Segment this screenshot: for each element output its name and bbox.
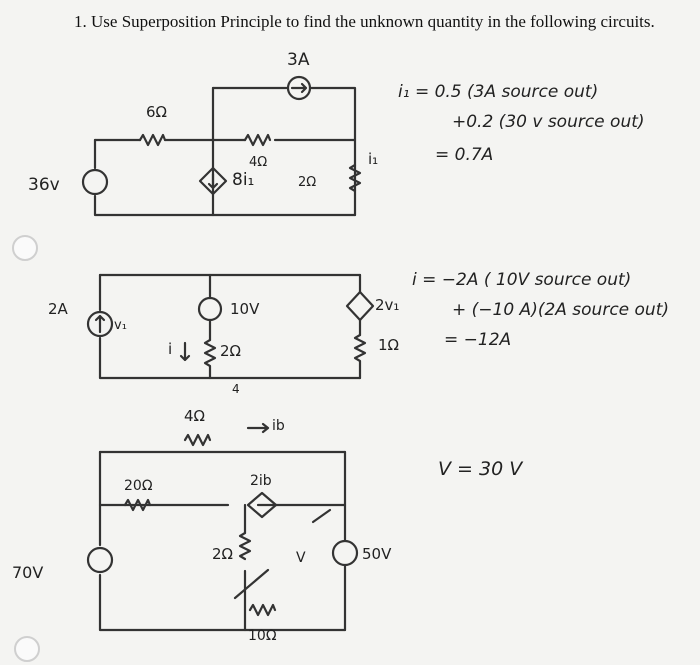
- label-2v1: 2v₁: [375, 296, 400, 314]
- circuit-2-wires: [86, 273, 375, 380]
- label-6ohm: 6Ω: [146, 103, 168, 121]
- label-4ohm: 4Ω: [249, 155, 268, 170]
- problem-statement: 1. Use Superposition Principle to find t…: [74, 12, 655, 31]
- label-2ohm-c2: 2Ω: [220, 342, 242, 360]
- label-2ohm-c3: 2Ω: [212, 545, 234, 563]
- solution-2-line-1: i = −2A ( 10V source out): [412, 270, 632, 290]
- solution-1-line-2: +0.2 (30 v source out): [452, 112, 645, 132]
- label-20ohm: 20Ω: [124, 478, 153, 494]
- solution-1-line-3: = 0.7A: [435, 145, 494, 165]
- answer-radio-2[interactable]: [14, 636, 40, 662]
- label-8i1: 8i₁: [232, 170, 255, 190]
- label-36v: 36v: [28, 175, 60, 195]
- label-i: i: [168, 340, 173, 358]
- label-10v: 10V: [230, 300, 260, 318]
- label-2ib: 2ib: [250, 473, 272, 489]
- circuit-1-wires: [81, 75, 362, 217]
- label-v1: v₁: [114, 318, 127, 333]
- label-70v: 70V: [12, 563, 44, 582]
- circuit-3-wires: [86, 422, 359, 632]
- label-10ohm: 10Ω: [248, 628, 277, 644]
- solution-2-line-2: + (−10 A)(2A source out): [452, 300, 670, 320]
- solution-3-line-1: V = 30 V: [438, 458, 523, 480]
- label-2ohm: 2Ω: [298, 175, 317, 190]
- label-4ohm-c3: 4Ω: [184, 407, 206, 425]
- label-3a: 3A: [287, 50, 310, 70]
- node-mark: 4: [232, 382, 240, 396]
- label-2a: 2A: [48, 300, 68, 318]
- answer-radio-1[interactable]: [12, 235, 38, 261]
- solution-1-line-1: i₁ = 0.5 (3A source out): [398, 82, 599, 102]
- solution-2-line-3: = −12A: [444, 330, 512, 350]
- label-i1: i₁: [368, 150, 379, 168]
- label-v: V: [296, 550, 306, 566]
- label-1ohm: 1Ω: [378, 336, 400, 354]
- label-50v: 50V: [362, 545, 392, 563]
- label-ib: ib: [272, 418, 285, 434]
